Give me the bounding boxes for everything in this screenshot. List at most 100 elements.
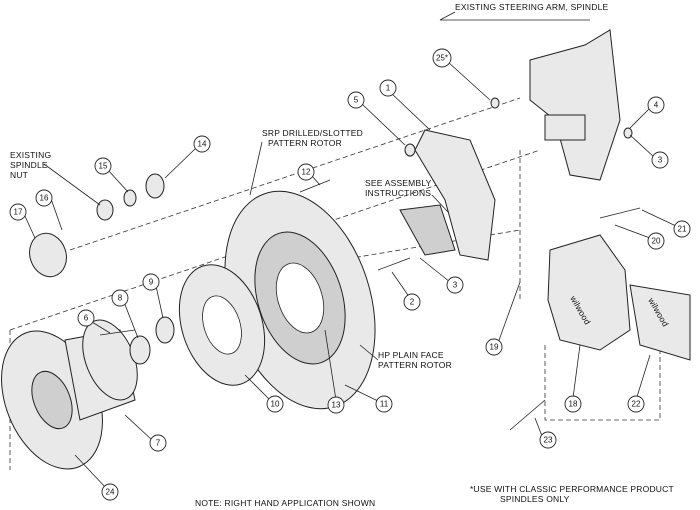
- callout-4: 4: [629, 96, 665, 129]
- caliper-body: [547, 234, 631, 351]
- outer-bearing: [145, 173, 165, 199]
- callout-10-text: 10: [271, 400, 280, 409]
- callout-12: 12: [297, 163, 321, 186]
- leader-srp: [249, 141, 263, 196]
- callout-14: 14: [164, 135, 211, 179]
- axis-line-upper: [69, 97, 521, 251]
- callout-25-text: 25*: [436, 54, 448, 63]
- rotor-center-bore: [275, 262, 325, 334]
- callout-20: 20: [614, 224, 665, 250]
- spindle-body: [529, 29, 621, 181]
- callout-21-text: 21: [678, 225, 687, 234]
- brake-pad: [629, 284, 691, 361]
- leader-lines: [43, 11, 590, 361]
- callout-19-text: 19: [490, 343, 499, 352]
- callout-4-text: 4: [654, 101, 659, 110]
- text-labels: EXISTING STEERING ARM, SPINDLE EXISTING …: [10, 2, 674, 508]
- label-hp-rotor-1: HP PLAIN FACE: [378, 350, 444, 360]
- caliper-bracket-part: [399, 129, 496, 261]
- callout-2-text: 2: [410, 298, 415, 307]
- hub-part: [1, 319, 138, 470]
- rotor-hat-part: [178, 264, 266, 386]
- callout-1-text: 1: [386, 84, 391, 93]
- label-steering-arm: EXISTING STEERING ARM, SPINDLE: [455, 2, 608, 12]
- label-note: NOTE: RIGHT HAND APPLICATION SHOWN: [195, 498, 375, 508]
- callout-3b-text: 3: [658, 156, 663, 165]
- callout-15: 15: [94, 157, 129, 193]
- callout-2: 2: [391, 271, 421, 311]
- callout-21: 21: [641, 209, 691, 238]
- callout-15-text: 15: [99, 162, 108, 171]
- callout-20-text: 20: [652, 237, 661, 246]
- grease-seal: [155, 316, 175, 344]
- callout-22: 22: [627, 354, 651, 413]
- label-assembly-1: SEE ASSEMBLY: [365, 178, 432, 188]
- callout-13: 13: [324, 329, 345, 414]
- callout-3a: 3: [419, 257, 464, 294]
- label-spindle-nut-3: NUT: [10, 170, 28, 180]
- brake-pads-part: wilwood: [629, 284, 691, 361]
- callout-13-text: 13: [332, 401, 341, 410]
- label-srp-rotor-1: SRP DRILLED/SLOTTED: [262, 128, 363, 138]
- label-assembly-2: INSTRUCTIONS: [365, 188, 431, 198]
- spindle-nut: [96, 199, 114, 221]
- caliper-bolt: [599, 207, 641, 219]
- callout-8: 8: [111, 289, 139, 339]
- label-footnote-2: SPINDLES ONLY: [500, 494, 570, 504]
- callout-3b: 3: [629, 134, 669, 169]
- callout-25: 25*: [432, 48, 491, 101]
- callout-14-text: 14: [198, 140, 207, 149]
- label-hp-rotor-2: PATTERN ROTOR: [378, 360, 452, 370]
- callout-22-text: 22: [632, 400, 641, 409]
- leader-spindle-nut: [43, 163, 101, 206]
- spindle-part: [529, 29, 621, 181]
- axis-line-pads: [544, 340, 661, 421]
- callout-1: 1: [379, 79, 431, 131]
- nut-4: [623, 127, 633, 139]
- inner-bearing: [129, 335, 151, 365]
- callout-12-text: 12: [302, 168, 311, 177]
- callout-10: 10: [244, 374, 284, 413]
- rotor-bolt: [299, 179, 331, 193]
- hardware-parts: [29, 97, 641, 431]
- callout-11-text: 11: [380, 400, 389, 409]
- callout-11: 11: [344, 384, 393, 413]
- dust-cap: [29, 232, 67, 278]
- label-spindle-nut-1: EXISTING: [10, 150, 51, 160]
- hat-bore: [202, 295, 242, 355]
- callout-6: 6: [77, 309, 111, 334]
- spindle-stub: [544, 114, 586, 141]
- leader-hp: [359, 344, 379, 361]
- callout-18: 18: [564, 344, 582, 413]
- callout-18-text: 18: [569, 400, 578, 409]
- callout-3a-text: 3: [453, 281, 458, 290]
- callout-24: 24: [74, 454, 119, 501]
- callout-6-text: 6: [84, 314, 89, 323]
- callout-7: 7: [124, 414, 167, 452]
- callout-16: 16: [35, 189, 63, 231]
- callout-9: 9: [142, 273, 164, 319]
- callout-23-text: 23: [544, 436, 553, 445]
- bracket-bolt-5: [404, 143, 416, 157]
- callouts: 1 2 3 3 4 5 6 7 8 9 10 11 12 13 14 15 16…: [9, 48, 691, 501]
- leader-assembly: [431, 194, 449, 213]
- callout-8-text: 8: [118, 294, 123, 303]
- leader-steering: [439, 11, 590, 21]
- callout-5: 5: [347, 91, 406, 146]
- hub-stud: [99, 329, 136, 336]
- shim-25: [490, 97, 500, 109]
- callout-7-text: 7: [156, 439, 161, 448]
- callout-19: 19: [485, 281, 521, 356]
- washer: [123, 189, 137, 207]
- cotter-pin: [509, 399, 546, 431]
- callout-23: 23: [534, 417, 557, 449]
- label-spindle-nut-2: SPINDLE: [10, 160, 48, 170]
- caliper-part: wilwood: [547, 234, 631, 351]
- callout-16-text: 16: [40, 194, 49, 203]
- bracket-spacer: [399, 204, 456, 256]
- callout-5-text: 5: [354, 96, 359, 105]
- callout-9-text: 9: [149, 278, 154, 287]
- hub-bore: [31, 370, 73, 430]
